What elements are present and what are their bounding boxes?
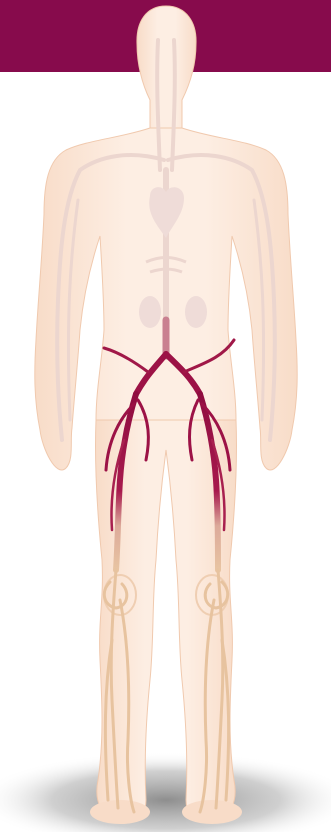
kidney-right <box>185 296 207 328</box>
shadow-ellipse <box>0 752 331 832</box>
kidney-left <box>139 296 161 328</box>
body-silhouette <box>35 6 297 824</box>
